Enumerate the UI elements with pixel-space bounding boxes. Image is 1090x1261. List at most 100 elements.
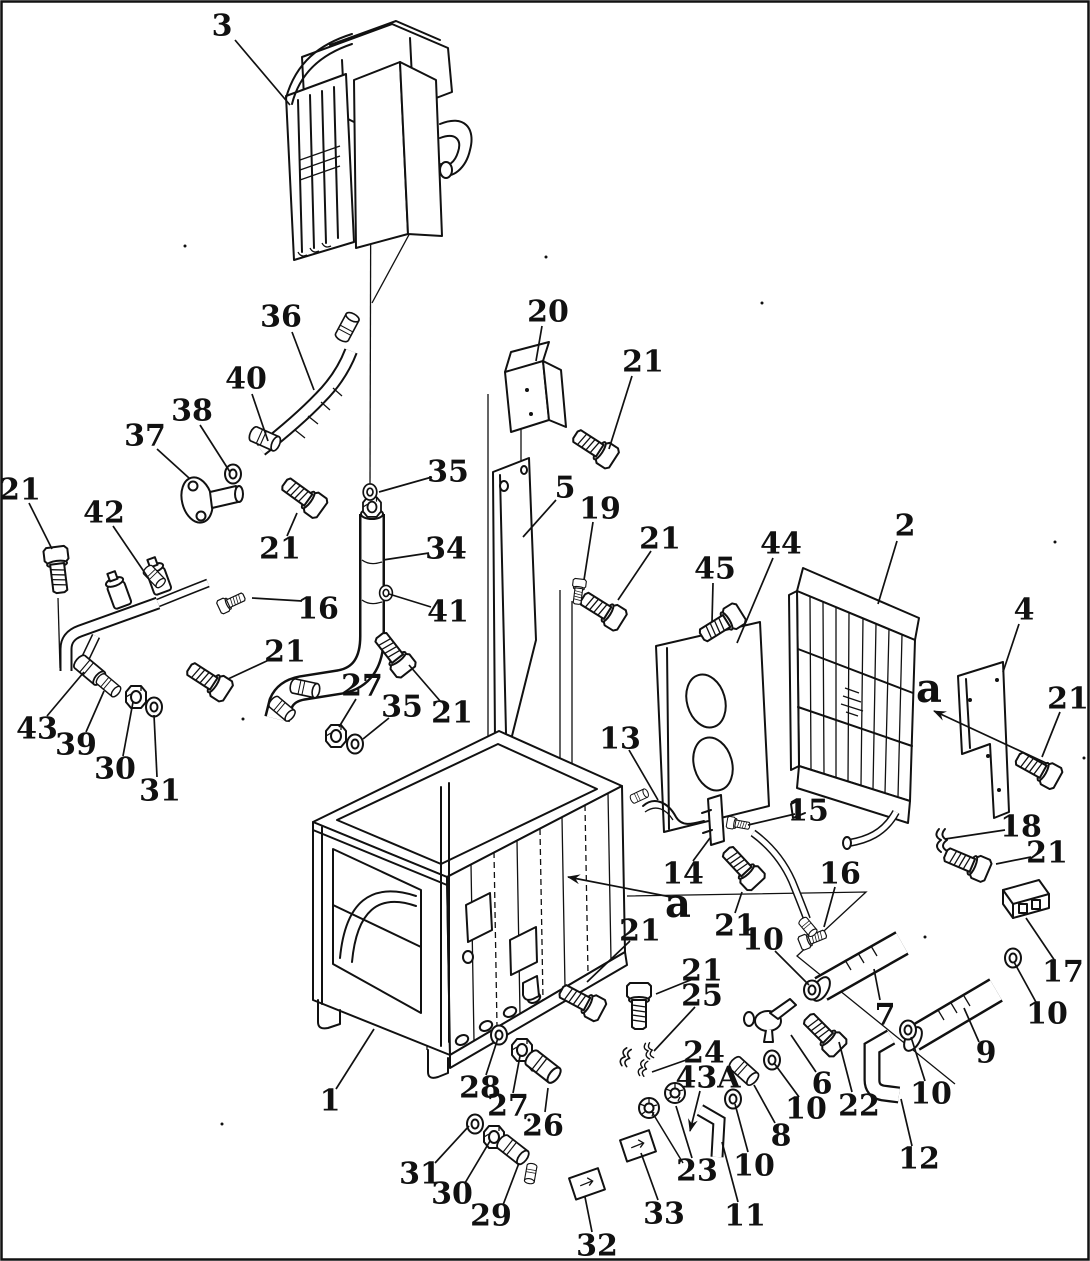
callout-42: 42	[83, 496, 125, 531]
callout-31: 31	[399, 1157, 441, 1192]
leader-line-28	[485, 1037, 499, 1076]
leader-line-18	[944, 829, 1006, 840]
leader-line-a	[567, 874, 672, 898]
print-specks	[183, 244, 1086, 1126]
leader-line-17	[1025, 917, 1056, 962]
leader-line-21	[608, 375, 633, 450]
callout-43A: 43A	[675, 1061, 741, 1096]
callout-19: 19	[579, 492, 621, 527]
leader-line-20	[535, 325, 543, 362]
leader-line-40	[251, 393, 269, 442]
callout-12: 12	[898, 1142, 940, 1177]
leader-line-21	[995, 856, 1032, 865]
callout-43: 43	[16, 712, 58, 747]
callout-21: 21	[681, 954, 723, 989]
callout-35: 35	[381, 690, 423, 725]
side-bracket	[957, 661, 1010, 819]
leader-line-43A	[688, 1090, 701, 1132]
nut-icon	[125, 685, 147, 709]
leader-line-27	[512, 1055, 521, 1094]
callout-39: 39	[55, 728, 97, 763]
grommet-icon	[638, 1097, 660, 1119]
leader-line-16	[823, 886, 836, 928]
callout-16: 16	[819, 857, 861, 892]
callout-25: 25	[681, 979, 723, 1014]
callout-29: 29	[470, 1199, 512, 1234]
callout-5: 5	[555, 471, 576, 506]
leader-line-25	[653, 1006, 696, 1052]
leader-line-5	[522, 499, 557, 538]
callout-40: 40	[225, 362, 267, 397]
callout-24: 24	[683, 1036, 725, 1071]
leader-line-44	[736, 557, 774, 644]
callout-30: 30	[94, 752, 136, 787]
callout-10: 10	[785, 1092, 827, 1127]
leader-line-21	[586, 940, 631, 983]
leader-line-6	[790, 1034, 817, 1073]
leader-line-3	[234, 39, 291, 106]
leader-line-26	[544, 1087, 549, 1113]
leader-line-9	[963, 1007, 980, 1043]
callout-7: 7	[875, 998, 896, 1033]
callout-45: 45	[694, 552, 736, 587]
callout-30: 30	[431, 1177, 473, 1212]
leader-line-11	[721, 1141, 739, 1203]
callout-13: 13	[599, 722, 641, 757]
main-housing	[312, 730, 628, 1079]
callout-4: 4	[1014, 593, 1035, 628]
callout-27: 27	[341, 669, 383, 704]
callout-21: 21	[1026, 836, 1068, 871]
leader-line-22	[838, 1041, 853, 1093]
washer-icon	[362, 483, 378, 501]
leader-line-23	[675, 1105, 693, 1159]
callout-22: 22	[838, 1089, 880, 1124]
leader-line-8	[753, 1084, 776, 1124]
callout-32: 32	[576, 1229, 618, 1261]
callout-layer: 3364038372142352021534192145442421a41162…	[0, 9, 1089, 1261]
mount-bracket-20	[504, 341, 567, 433]
callout-15: 15	[787, 794, 829, 829]
washer-icon	[346, 733, 364, 755]
left-piping-assembly	[59, 556, 210, 671]
leader-line-21	[286, 512, 298, 537]
leader-line-34	[382, 552, 430, 561]
callout-20: 20	[527, 295, 569, 330]
callout-18: 18	[1000, 810, 1042, 845]
leader-line-4	[1002, 623, 1020, 673]
leader-line-36	[291, 331, 315, 391]
callout-8: 8	[771, 1119, 792, 1154]
callout-3: 3	[212, 9, 233, 44]
leader-line-13	[628, 749, 659, 801]
leader-line-19	[583, 521, 594, 581]
line-artwork	[57, 20, 1086, 1158]
leader-line-37	[156, 448, 190, 479]
washer-icon	[899, 1019, 917, 1041]
leader-line-2	[877, 540, 898, 605]
leader-line-21	[227, 658, 272, 680]
callout-36: 36	[260, 300, 302, 335]
leader-line-31	[434, 1125, 470, 1164]
duct-panel	[492, 457, 537, 741]
heater-pipes-and-hoses	[696, 931, 1003, 1158]
leader-line-31	[153, 714, 158, 778]
callout-a: a	[665, 880, 691, 927]
callout-37: 37	[124, 419, 166, 454]
leader-line-1	[335, 1028, 375, 1090]
leader-line-14	[692, 837, 711, 862]
callout-16: 16	[297, 592, 339, 627]
access-panel	[642, 621, 811, 921]
callout-33: 33	[643, 1197, 685, 1232]
leader-line-24	[651, 1058, 690, 1073]
callout-10: 10	[742, 923, 784, 958]
leader-line-7	[873, 968, 881, 1001]
callout-21: 21	[1047, 682, 1089, 717]
callout-21: 21	[622, 345, 664, 380]
leader-line-32	[584, 1196, 593, 1233]
callout-26: 26	[522, 1109, 564, 1144]
callout-21: 21	[431, 696, 473, 731]
leader-line-35	[362, 717, 390, 740]
callout-38: 38	[171, 394, 213, 429]
leader-line-21	[655, 978, 694, 995]
leader-line-10	[910, 1036, 926, 1082]
leader-line-12	[900, 1098, 913, 1147]
